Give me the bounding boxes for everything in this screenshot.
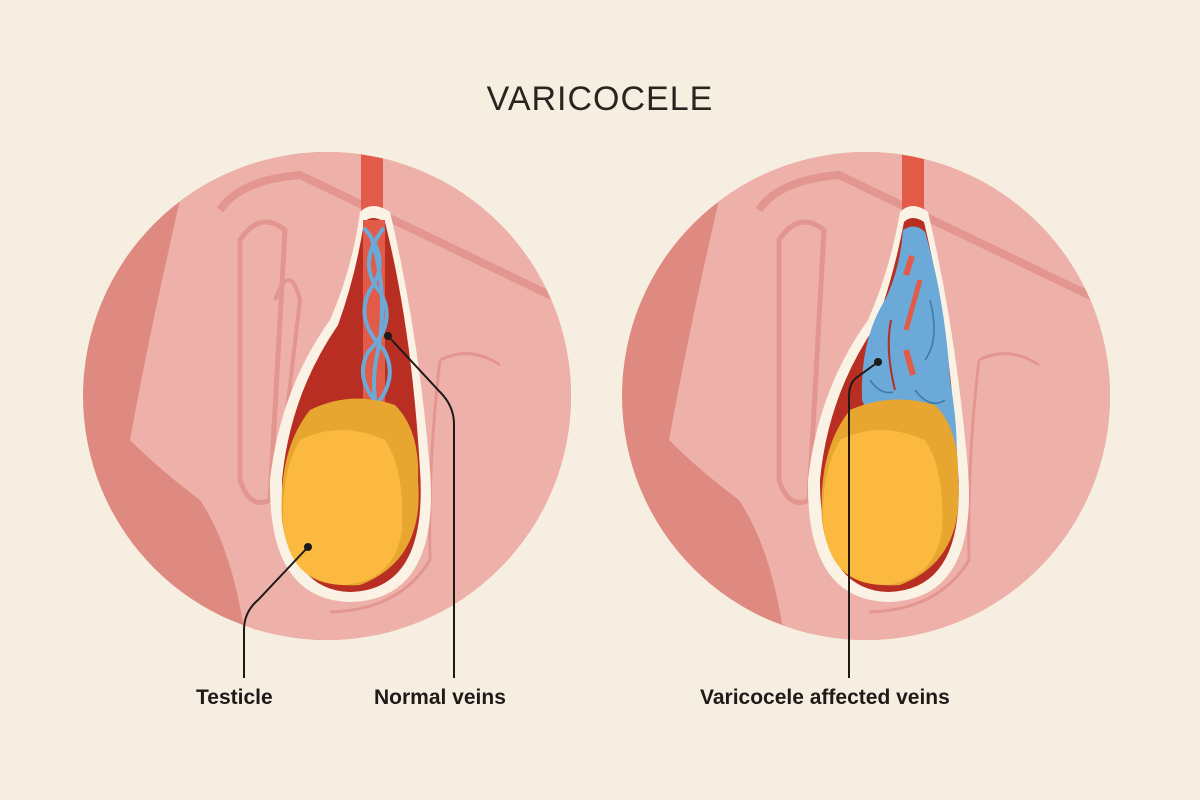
normal-veins-leader-line (387, 335, 455, 678)
normal-panel (83, 152, 571, 678)
testicle-leader-line (243, 546, 309, 678)
testicle-label: Testicle (196, 686, 273, 709)
normal-veins-label: Normal veins (374, 686, 506, 709)
varicocele-veins-leader-line (848, 361, 879, 678)
diagram-title: VARICOCELE (486, 80, 714, 118)
varicocele-panel (622, 152, 1110, 678)
varicocele-veins-label: Varicocele affected veins (700, 686, 950, 709)
